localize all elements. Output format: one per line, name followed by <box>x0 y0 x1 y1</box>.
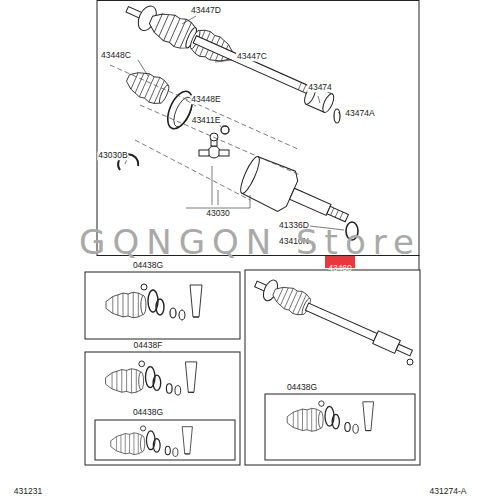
part-drawing <box>199 150 209 156</box>
part-number: 43030B <box>97 151 128 160</box>
part-drawing <box>237 155 262 196</box>
part-drawing <box>125 16 344 230</box>
part-drawing <box>199 133 229 158</box>
part-drawing <box>305 303 377 341</box>
part-drawing <box>123 66 173 108</box>
part-number: 43474 <box>307 83 333 92</box>
figure-number: 431231 <box>13 487 43 496</box>
part-drawing <box>219 150 229 156</box>
part-drawing <box>321 92 336 114</box>
part-drawing <box>290 188 331 215</box>
part-drawing <box>269 281 313 318</box>
part-drawing <box>407 359 413 365</box>
figure-number: 431274-A <box>429 487 468 496</box>
part-number: 43411E <box>191 116 222 125</box>
part-drawing <box>85 272 240 339</box>
part-number: 43030 <box>205 209 231 218</box>
part-drawing <box>208 146 220 158</box>
part-drawing <box>331 208 343 219</box>
part-number: 43448C <box>100 51 132 60</box>
highlighted-part-number: 43460 <box>325 256 355 268</box>
part-number: 04438G <box>132 408 164 417</box>
part-drawing <box>97 1 419 256</box>
part-number: 43460 <box>328 264 352 273</box>
part-drawing <box>95 420 235 460</box>
part-number: 43448E <box>190 95 221 104</box>
part-drawing <box>327 206 349 221</box>
part-drawing <box>123 66 173 108</box>
part-drawing <box>265 394 415 460</box>
part-number: 43447D <box>190 6 222 15</box>
part-drawing <box>396 344 412 356</box>
part-drawing <box>111 426 193 457</box>
part-drawing <box>110 65 300 200</box>
watermark: GQNGQN Store <box>79 225 421 259</box>
part-drawing <box>85 352 240 465</box>
part-drawing <box>221 126 229 134</box>
part-number: 43474A <box>344 109 375 118</box>
part-drawing <box>251 273 416 364</box>
part-drawing <box>106 361 197 395</box>
part-number: 04438F <box>133 341 164 350</box>
part-drawing <box>334 109 340 123</box>
part-number: 43447C <box>236 52 268 61</box>
part-drawing <box>287 401 373 433</box>
part-number: 04438G <box>132 261 164 270</box>
part-drawing <box>193 36 315 96</box>
part-drawing <box>245 270 420 465</box>
part-drawing <box>106 284 202 320</box>
part-number: 04438G <box>286 383 318 392</box>
